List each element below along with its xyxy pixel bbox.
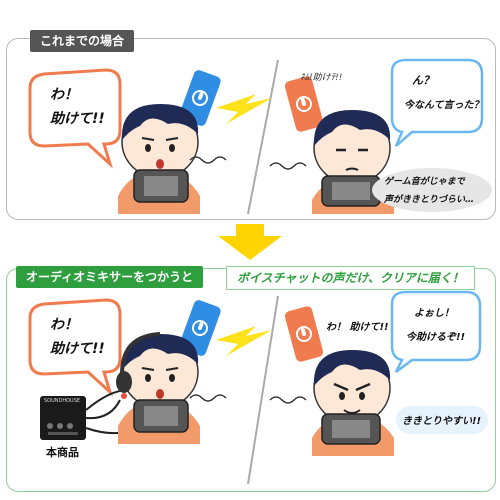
easy-to-hear-bubble (396, 406, 488, 434)
lightning-bolt-icon (216, 326, 272, 356)
game-sound-wave (189, 156, 227, 164)
boy-determined (312, 350, 394, 456)
reply-text: よぉし！ (414, 308, 454, 319)
complaint-bubble (372, 168, 492, 212)
complaint-text: 声がききとりづらい… (384, 195, 475, 205)
question-text: 今なんて言った？ (404, 100, 484, 111)
cable (85, 399, 121, 420)
after-header: オーディオミキサーをつかうと (16, 266, 204, 288)
product-label: 本商品 (46, 446, 79, 459)
reply-bubble (390, 290, 482, 373)
cable (85, 389, 129, 411)
shout-bubble (28, 298, 122, 397)
audio-mixer-device (40, 396, 86, 440)
complaint-text: ゲーム音がじゃまで (384, 177, 465, 187)
easy-to-hear-text: ききとりやすい!! (402, 416, 482, 427)
game-sound-wave (189, 394, 227, 402)
shout-text: 助けて!! (50, 111, 105, 127)
result-caption: ボイスチャットの声だけ、クリアに届く！ (226, 266, 475, 290)
scene-divider (247, 295, 279, 485)
shout-text: 助けて!! (50, 341, 105, 357)
garbled-voice-text: ﾈﾑ!助けﾃ!! (300, 73, 343, 83)
game-sound-wave (269, 162, 307, 170)
boy-with-headset (116, 332, 200, 444)
shout-bubble (28, 68, 122, 169)
device-brand: SOUNDHOUSE (44, 398, 81, 404)
down-arrow-icon (218, 224, 282, 260)
question-text: ん？ (412, 74, 434, 87)
reply-text: 今助けるぞ!! (406, 332, 466, 343)
boy-worried (118, 104, 200, 214)
lightning-bolt-icon (216, 94, 272, 124)
before-header: これまでの場合 (30, 30, 135, 52)
shout-text: わ！ (50, 87, 78, 103)
clear-voice-text: わ！ 助けて!! (326, 322, 389, 333)
shout-text: わ！ (50, 317, 78, 333)
question-bubble (390, 58, 484, 147)
phone-orange-icon (284, 76, 324, 132)
game-sound-wave (269, 396, 307, 404)
phone-orange-icon (284, 306, 324, 362)
scene-divider (247, 59, 279, 215)
